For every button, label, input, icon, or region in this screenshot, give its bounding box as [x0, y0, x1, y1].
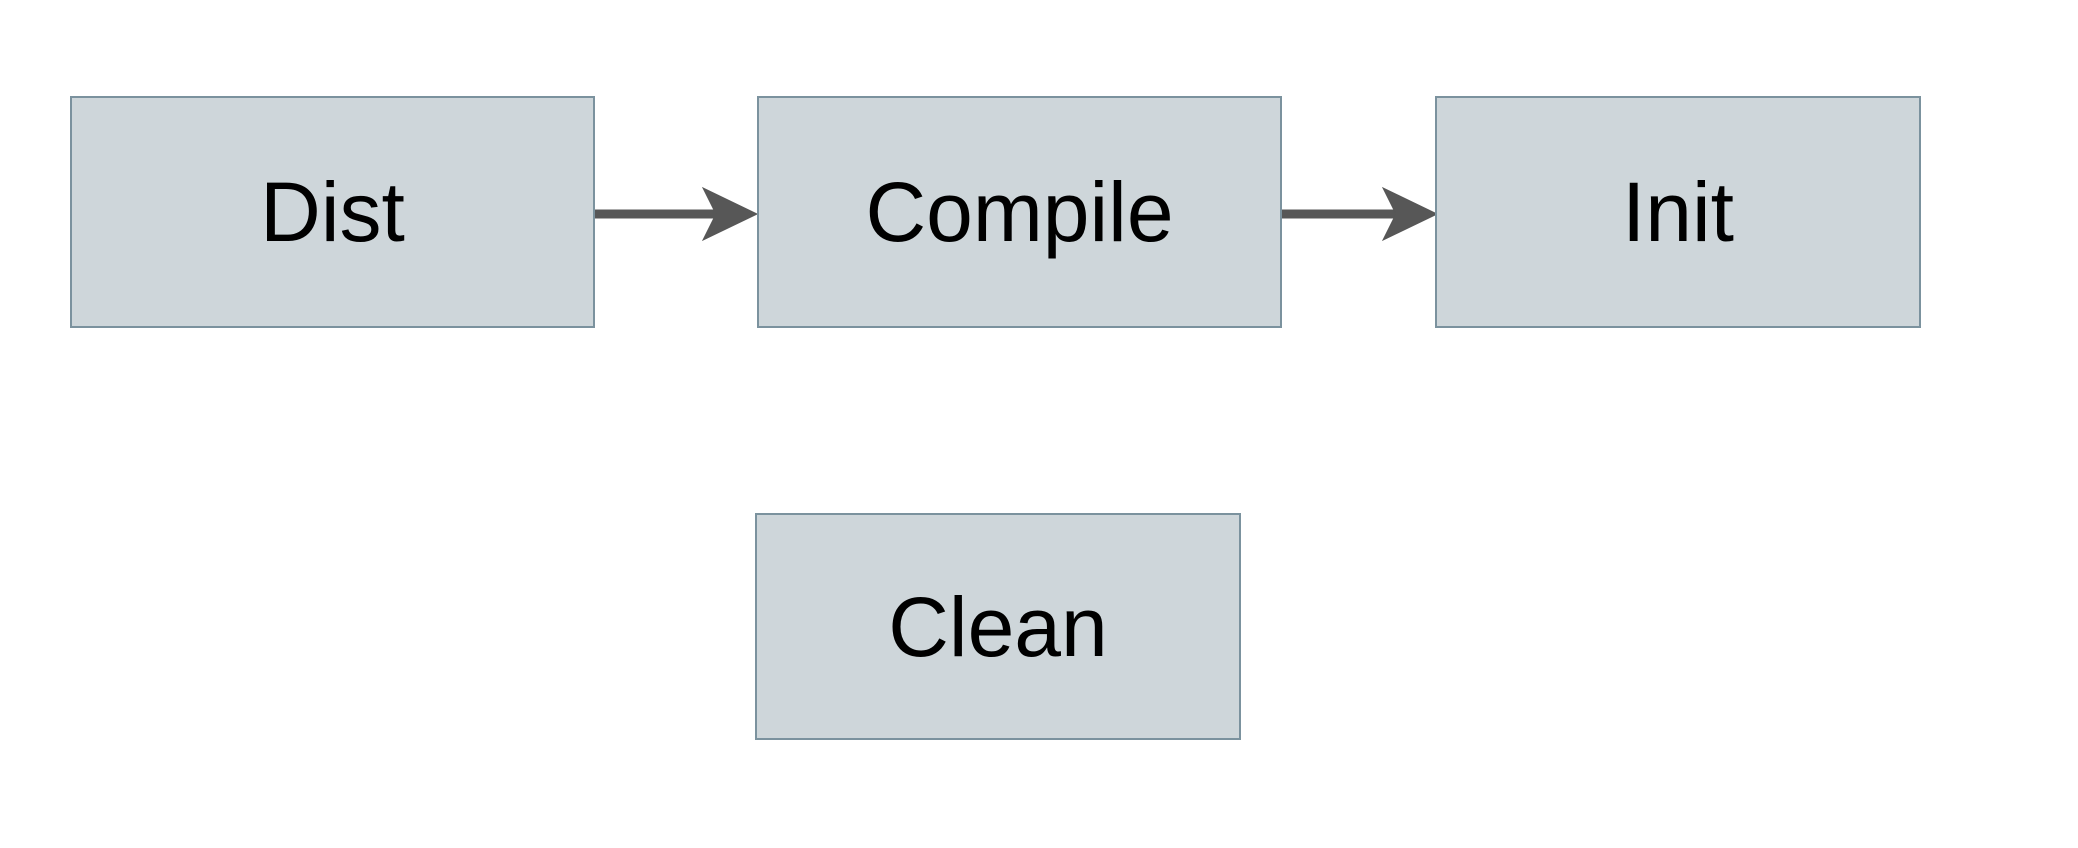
node-init-label: Init — [1621, 165, 1735, 259]
node-dist-label: Dist — [260, 165, 405, 259]
arrowhead-dist-to-compile — [701, 186, 759, 242]
edge-compile-to-init[interactable] — [1277, 186, 1439, 242]
node-dist[interactable]: Dist — [70, 96, 595, 328]
node-clean[interactable]: Clean — [755, 513, 1241, 740]
node-compile-label: Compile — [865, 165, 1174, 259]
node-clean-label: Clean — [888, 579, 1108, 674]
edge-dist-to-compile[interactable] — [595, 186, 759, 242]
node-compile[interactable]: Compile — [757, 96, 1282, 328]
node-init[interactable]: Init — [1435, 96, 1921, 328]
arrowhead-compile-to-init — [1381, 186, 1439, 242]
